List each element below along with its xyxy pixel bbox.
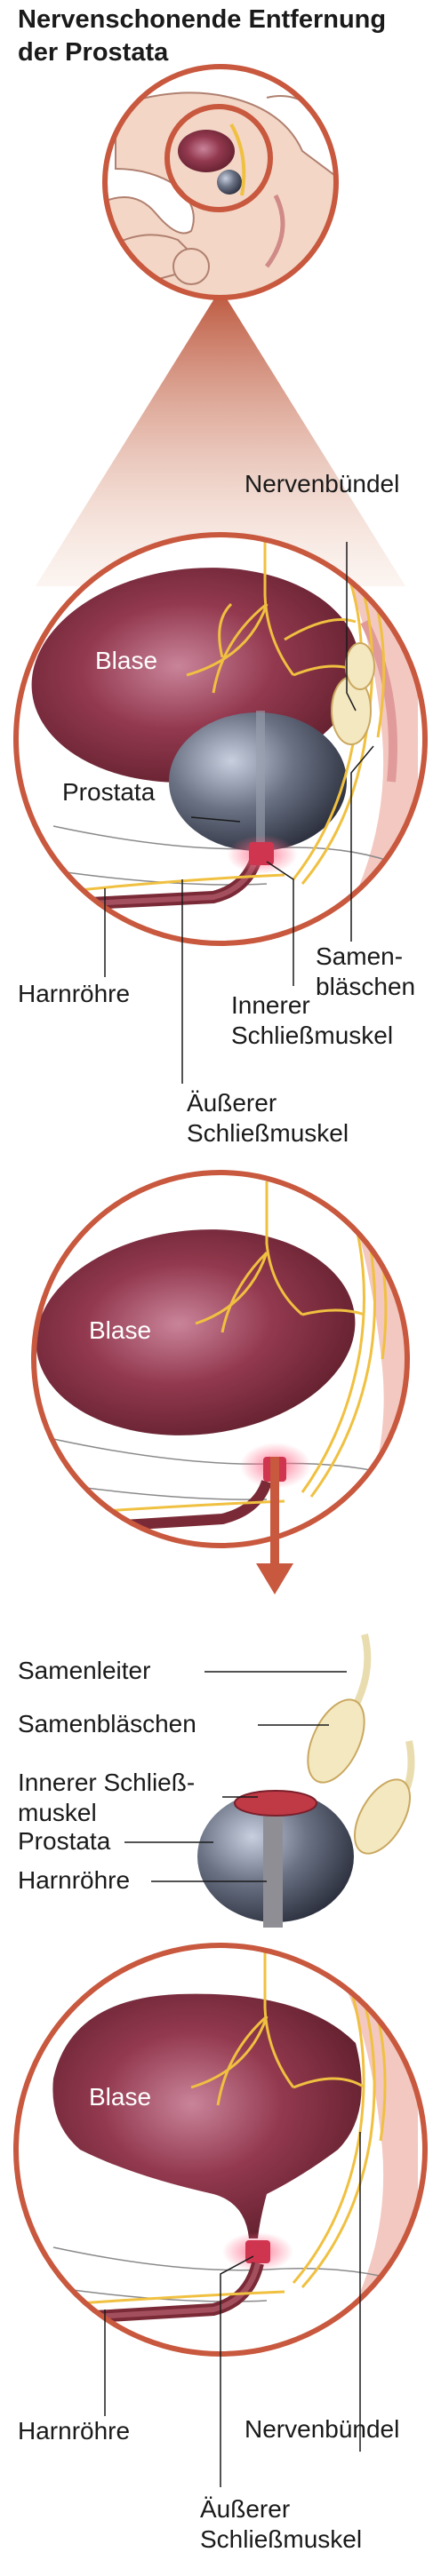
removal-arrow [256,1457,293,1594]
removed-specimen [124,1634,415,1928]
internal-sphincter [234,1790,317,1817]
zoom-cone [36,289,405,586]
overview-inset [36,64,405,586]
label-blase-1: Blase [95,647,158,674]
label-nervenbuendel-1: Nervenbündel [245,470,400,497]
label-aeusserer-schliessmuskel-1: Äußerer Schließmuskel [187,1089,349,1147]
overview-ring [102,64,339,300]
seminal-vesicle-left [307,1698,365,1784]
label-innerer-schliessmuskel-removed: Innerer Schließ- muskel [18,1769,196,1826]
label-harnroehre-removed: Harnröhre [18,1866,131,1894]
panel2-ring [31,1170,410,1548]
label-aeusserer-schliessmuskel-3: Äußerer Schließmuskel [200,2495,363,2553]
bladder-reconnected [52,1993,362,2238]
panel1-ring [13,532,428,946]
label-harnroehre-3: Harnröhre [18,2417,131,2445]
label-samenblaeschen-1: Samen- bläschen [316,942,416,1000]
label-nervenbuendel-3: Nervenbündel [245,2415,400,2443]
page-title: Nervenschonende Entfernung der Prostata [18,5,387,67]
seminal-vesicle-right [353,1778,411,1855]
panel-removal [31,1170,410,1594]
zoom-highlight-ring [164,104,273,212]
label-blase-2: Blase [89,1316,152,1344]
label-innerer-schliessmuskel-1: Innerer Schließmuskel [231,991,394,1049]
label-samenblaeschen-removed: Samenbläschen [18,1710,196,1737]
label-samenleiter: Samenleiter [18,1657,151,1684]
label-prostata-1: Prostata [62,778,156,806]
panel-anatomy-after [13,1943,428,2487]
label-harnroehre-1: Harnröhre [18,980,131,1007]
label-prostata-removed: Prostata [18,1827,111,1855]
label-blase-3: Blase [89,2083,152,2111]
